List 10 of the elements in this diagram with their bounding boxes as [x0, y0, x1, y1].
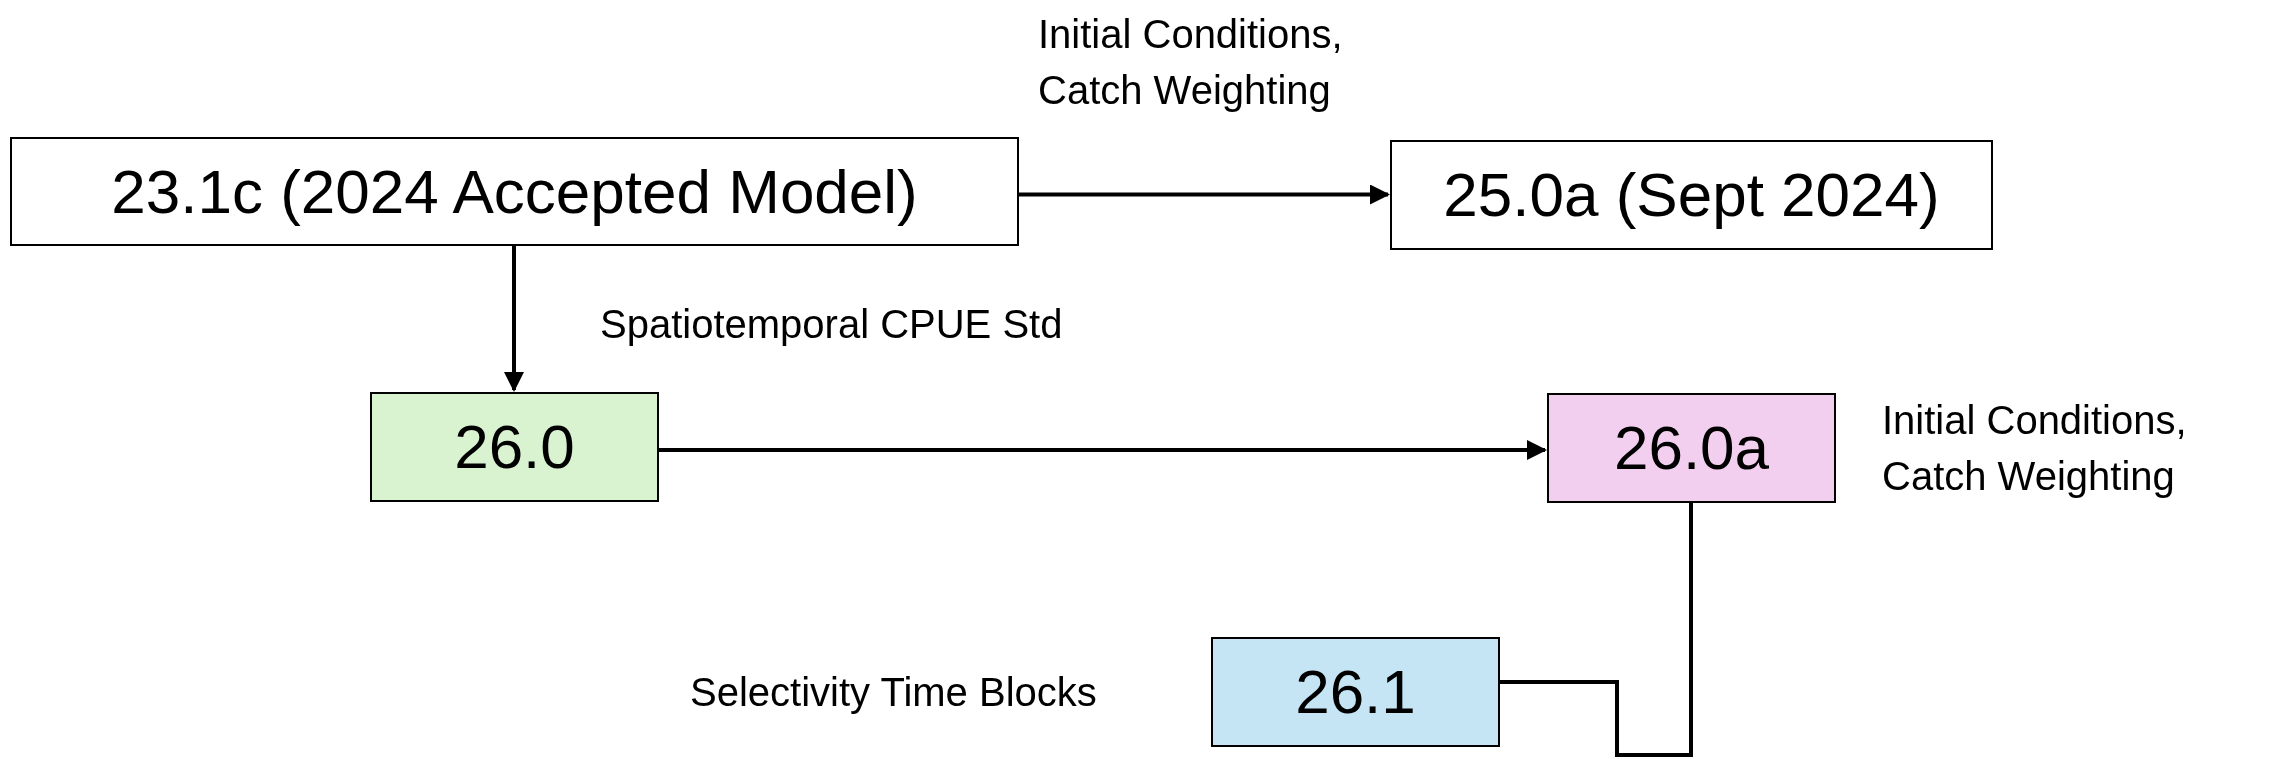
- arrow: [504, 246, 524, 392]
- arrow: [659, 440, 1547, 460]
- change-note: Initial Conditions, Catch Weighting: [1882, 397, 2188, 500]
- version-box: 25.0a (Sept 2024): [1390, 140, 1993, 250]
- version-box: 23.1c (2024 Accepted Model): [10, 137, 1019, 246]
- version-box: 26.1: [1211, 637, 1500, 747]
- arrow: [1019, 184, 1390, 205]
- version-box: 26.0a: [1547, 393, 1836, 503]
- version-box: 26.0: [370, 392, 659, 502]
- change-note: Selectivity Time Blocks: [690, 669, 1098, 716]
